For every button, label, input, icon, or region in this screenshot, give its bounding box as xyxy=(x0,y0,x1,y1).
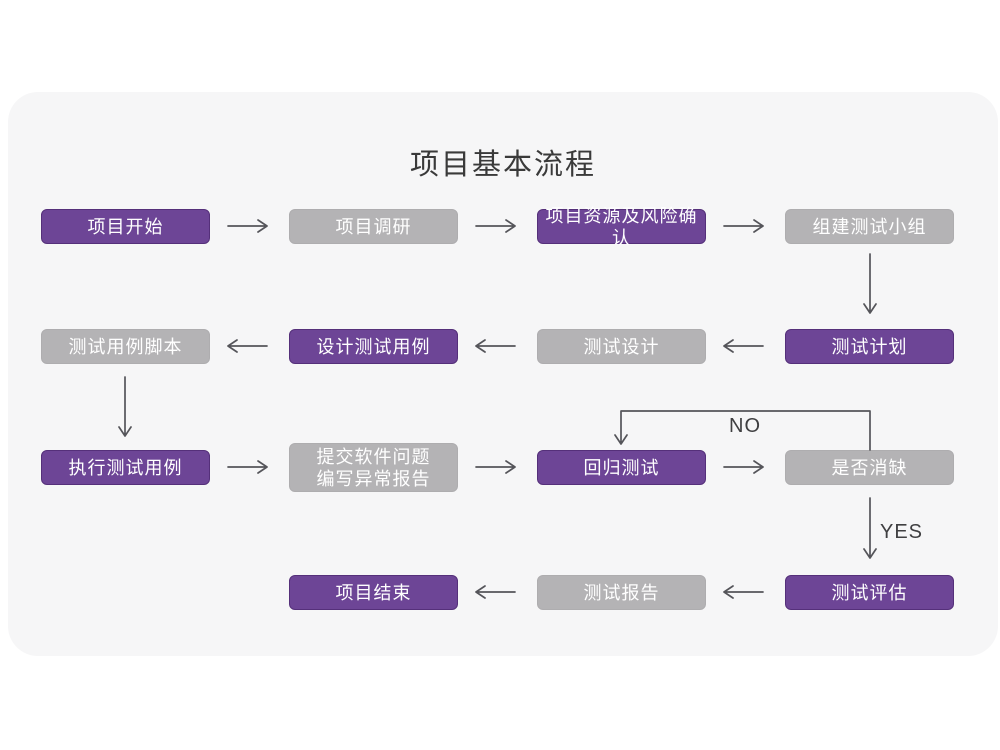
flow-node-execute-cases: 执行测试用例 xyxy=(41,450,210,485)
flow-node-project-research: 项目调研 xyxy=(289,209,458,244)
flow-node-test-evaluate: 测试评估 xyxy=(785,575,954,610)
flow-node-regression-test: 回归测试 xyxy=(537,450,706,485)
edge-label-no: NO xyxy=(729,415,761,437)
flowchart-card xyxy=(8,92,998,656)
flow-node-project-end: 项目结束 xyxy=(289,575,458,610)
page-title: 项目基本流程 xyxy=(409,149,596,181)
flow-node-submit-issues: 提交软件问题 编写异常报告 xyxy=(289,443,458,492)
flow-node-test-report: 测试报告 xyxy=(537,575,706,610)
flow-node-build-team: 组建测试小组 xyxy=(785,209,954,244)
flow-node-defect-cleared: 是否消缺 xyxy=(785,450,954,485)
flow-node-test-design: 测试设计 xyxy=(537,329,706,364)
flow-node-test-plan: 测试计划 xyxy=(785,329,954,364)
flow-node-risk-confirm: 项目资源及风险确认 xyxy=(537,206,706,248)
edge-label-yes: YES xyxy=(880,521,924,543)
flow-node-design-cases: 设计测试用例 xyxy=(289,329,458,364)
flow-node-case-script: 测试用例脚本 xyxy=(41,329,210,364)
flow-node-project-start: 项目开始 xyxy=(41,209,210,244)
